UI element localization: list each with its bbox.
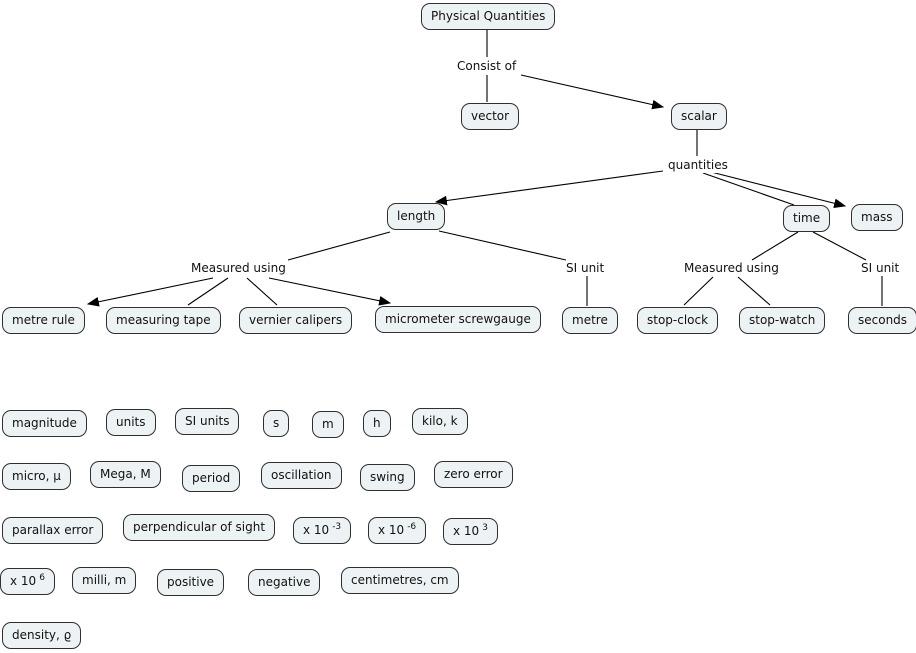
- exp-base: x 10: [303, 523, 330, 537]
- node-seconds[interactable]: seconds: [848, 307, 916, 334]
- link-label-si-unit-length[interactable]: SI unit: [563, 261, 608, 276]
- exp-sup: 3: [482, 523, 488, 533]
- node-density-rho[interactable]: density, ϱ: [2, 622, 82, 649]
- node-micrometer-screwgauge[interactable]: micrometer screwgauge: [375, 306, 541, 333]
- node-oscillation[interactable]: oscillation: [261, 462, 342, 489]
- connector-quantities-mass: [710, 171, 847, 209]
- connector-measured-using-vernier-calipers: [246, 277, 278, 306]
- node-measuring-tape[interactable]: measuring tape: [106, 307, 221, 334]
- node-length[interactable]: length: [387, 203, 446, 230]
- node-mega-m[interactable]: Mega, M: [90, 461, 161, 488]
- exp-base: x 10: [453, 524, 480, 538]
- node-physical-quantities[interactable]: Physical Quantities: [421, 3, 556, 30]
- node-s[interactable]: s: [263, 410, 290, 437]
- link-label-consist-of[interactable]: Consist of: [454, 59, 520, 74]
- connector-quantities-time: [702, 172, 795, 206]
- connector-consist-of-scalar: [520, 74, 665, 110]
- connector-measured-using-stop-clock: [683, 276, 714, 306]
- exp-base: x 10: [378, 523, 405, 537]
- link-label-si-unit-time[interactable]: SI unit: [858, 261, 903, 276]
- node-exp-minus-3[interactable]: x 10-3: [293, 517, 352, 544]
- node-kilo-k[interactable]: kilo, k: [412, 408, 468, 435]
- connector-measured-using-stop-watch: [737, 276, 771, 306]
- node-units[interactable]: units: [106, 409, 156, 436]
- node-vector[interactable]: vector: [461, 103, 520, 130]
- connector-measured-using-micrometer: [268, 277, 392, 306]
- node-milli-m[interactable]: milli, m: [72, 567, 137, 594]
- node-scalar[interactable]: scalar: [671, 103, 727, 130]
- connector-measured-using-metre-rule: [86, 277, 214, 307]
- exp-sup: 6: [39, 573, 45, 583]
- node-metre[interactable]: metre: [562, 307, 618, 334]
- connector-length-si-unit: [438, 230, 567, 261]
- exp-sup: -6: [407, 522, 417, 532]
- node-metre-rule[interactable]: metre rule: [2, 307, 85, 334]
- node-parallax-error[interactable]: parallax error: [2, 517, 104, 544]
- node-m[interactable]: m: [312, 411, 344, 438]
- node-exp-minus-6[interactable]: x 10-6: [368, 517, 427, 544]
- node-si-units[interactable]: SI units: [175, 408, 240, 435]
- link-label-measured-using-length[interactable]: Measured using: [188, 261, 289, 276]
- node-zero-error[interactable]: zero error: [434, 461, 513, 488]
- link-label-measured-using-time[interactable]: Measured using: [681, 261, 782, 276]
- connector-time-si-unit: [812, 231, 867, 261]
- node-stop-watch[interactable]: stop-watch: [739, 307, 826, 334]
- exp-base: x 10: [10, 574, 37, 588]
- node-negative[interactable]: negative: [248, 569, 321, 596]
- exp-sup: -3: [332, 522, 342, 532]
- connector-length-measured-using: [287, 231, 391, 261]
- connector-measured-using-measuring-tape: [187, 277, 229, 306]
- node-period[interactable]: period: [182, 465, 241, 492]
- node-positive[interactable]: positive: [157, 569, 225, 596]
- node-time[interactable]: time: [783, 205, 831, 232]
- node-h[interactable]: h: [363, 410, 391, 437]
- node-swing[interactable]: swing: [360, 464, 415, 491]
- node-vernier-calipers[interactable]: vernier calipers: [239, 307, 353, 334]
- node-magnitude[interactable]: magnitude: [2, 410, 87, 437]
- node-micro-mu[interactable]: micro, μ: [2, 463, 71, 490]
- node-centimetres-cm[interactable]: centimetres, cm: [341, 567, 459, 594]
- node-perpendicular-of-sight[interactable]: perpendicular of sight: [123, 514, 276, 541]
- node-mass[interactable]: mass: [851, 204, 903, 231]
- connector-time-measured-using: [751, 231, 799, 261]
- link-label-quantities[interactable]: quantities: [665, 158, 731, 173]
- node-stop-clock[interactable]: stop-clock: [637, 307, 719, 334]
- connector-quantities-length: [434, 170, 664, 206]
